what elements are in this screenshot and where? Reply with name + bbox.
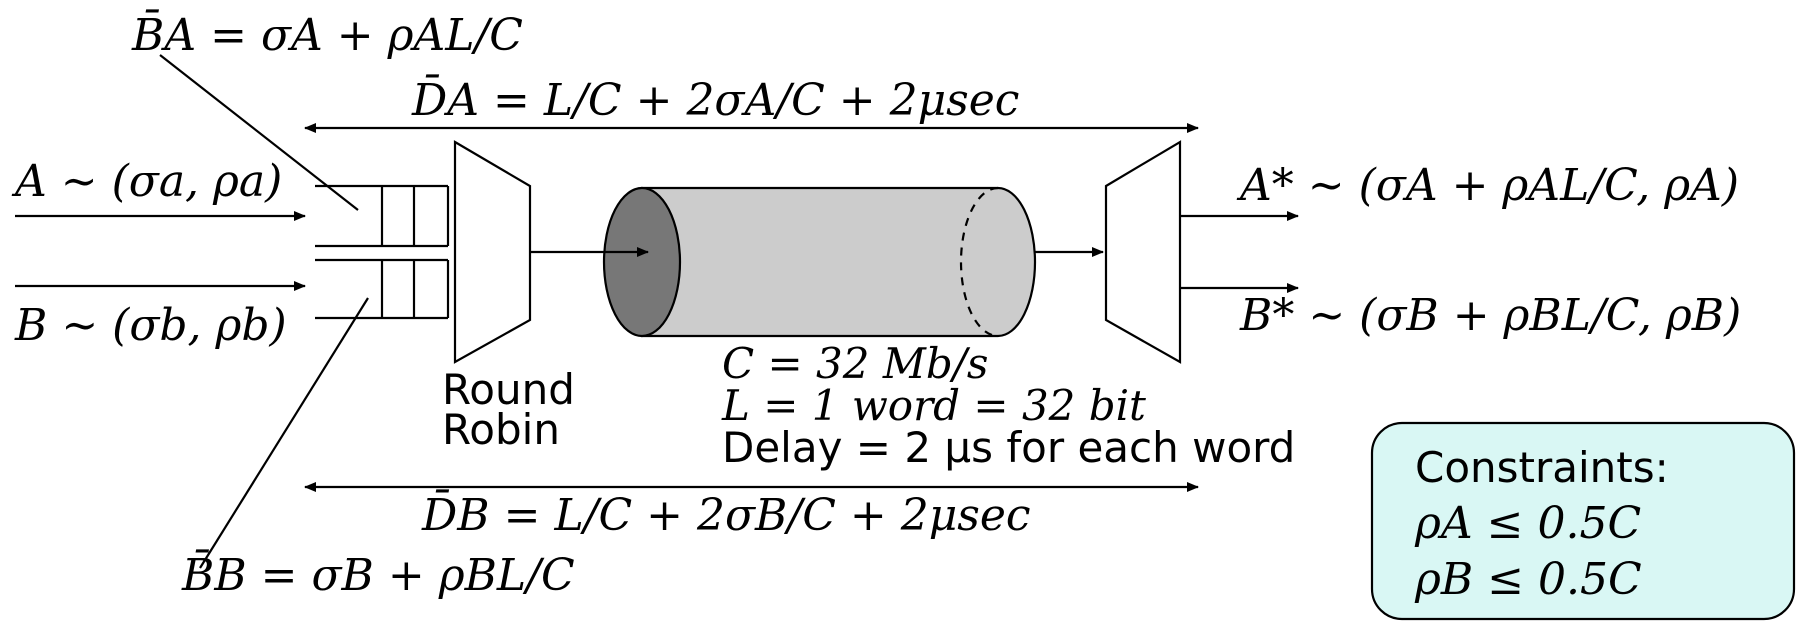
link-cylinder [602, 186, 1037, 338]
constraint-rho-b: ρB ≤ 0.5C [1414, 554, 1642, 605]
constraint-rho-a: ρA ≤ 0.5C [1414, 498, 1641, 549]
round-robin-mux [453, 140, 532, 364]
round-robin-label-1: Round [442, 365, 575, 414]
queue-b [315, 258, 450, 320]
word-length-label: L = 1 word = 32 bit [721, 381, 1146, 430]
burst-a-label: B̄A = σA + ρAL/C [131, 8, 523, 61]
demux [1104, 140, 1182, 364]
delay-a-label: D̄A = L/C + 2σA/C + 2μsec [411, 73, 1019, 126]
constraints-title: Constraints: [1415, 443, 1669, 492]
constraints-box: Constraints: ρA ≤ 0.5C ρB ≤ 0.5C [1370, 421, 1796, 621]
input-a-label: A ∼ (σa, ρa) [11, 156, 282, 207]
delay-b-label: D̄B = L/C + 2σB/C + 2μsec [421, 488, 1031, 541]
round-robin-label-2: Robin [442, 405, 560, 454]
queue-a [315, 184, 450, 248]
burst-b-label: B̄B = σB + ρBL/C [181, 548, 575, 601]
burst-a-pointer [159, 54, 359, 211]
burst-b-pointer [199, 297, 369, 569]
output-b-label: B* ∼ (σB + ρBL/C, ρB) [1239, 290, 1741, 341]
delay-note-label: Delay = 2 μs for each word [722, 423, 1295, 472]
output-a-label: A* ∼ (σA + ρAL/C, ρA) [1236, 160, 1739, 211]
capacity-label: C = 32 Mb/s [722, 339, 988, 388]
input-b-label: B ∼ (σb, ρb) [14, 300, 287, 351]
